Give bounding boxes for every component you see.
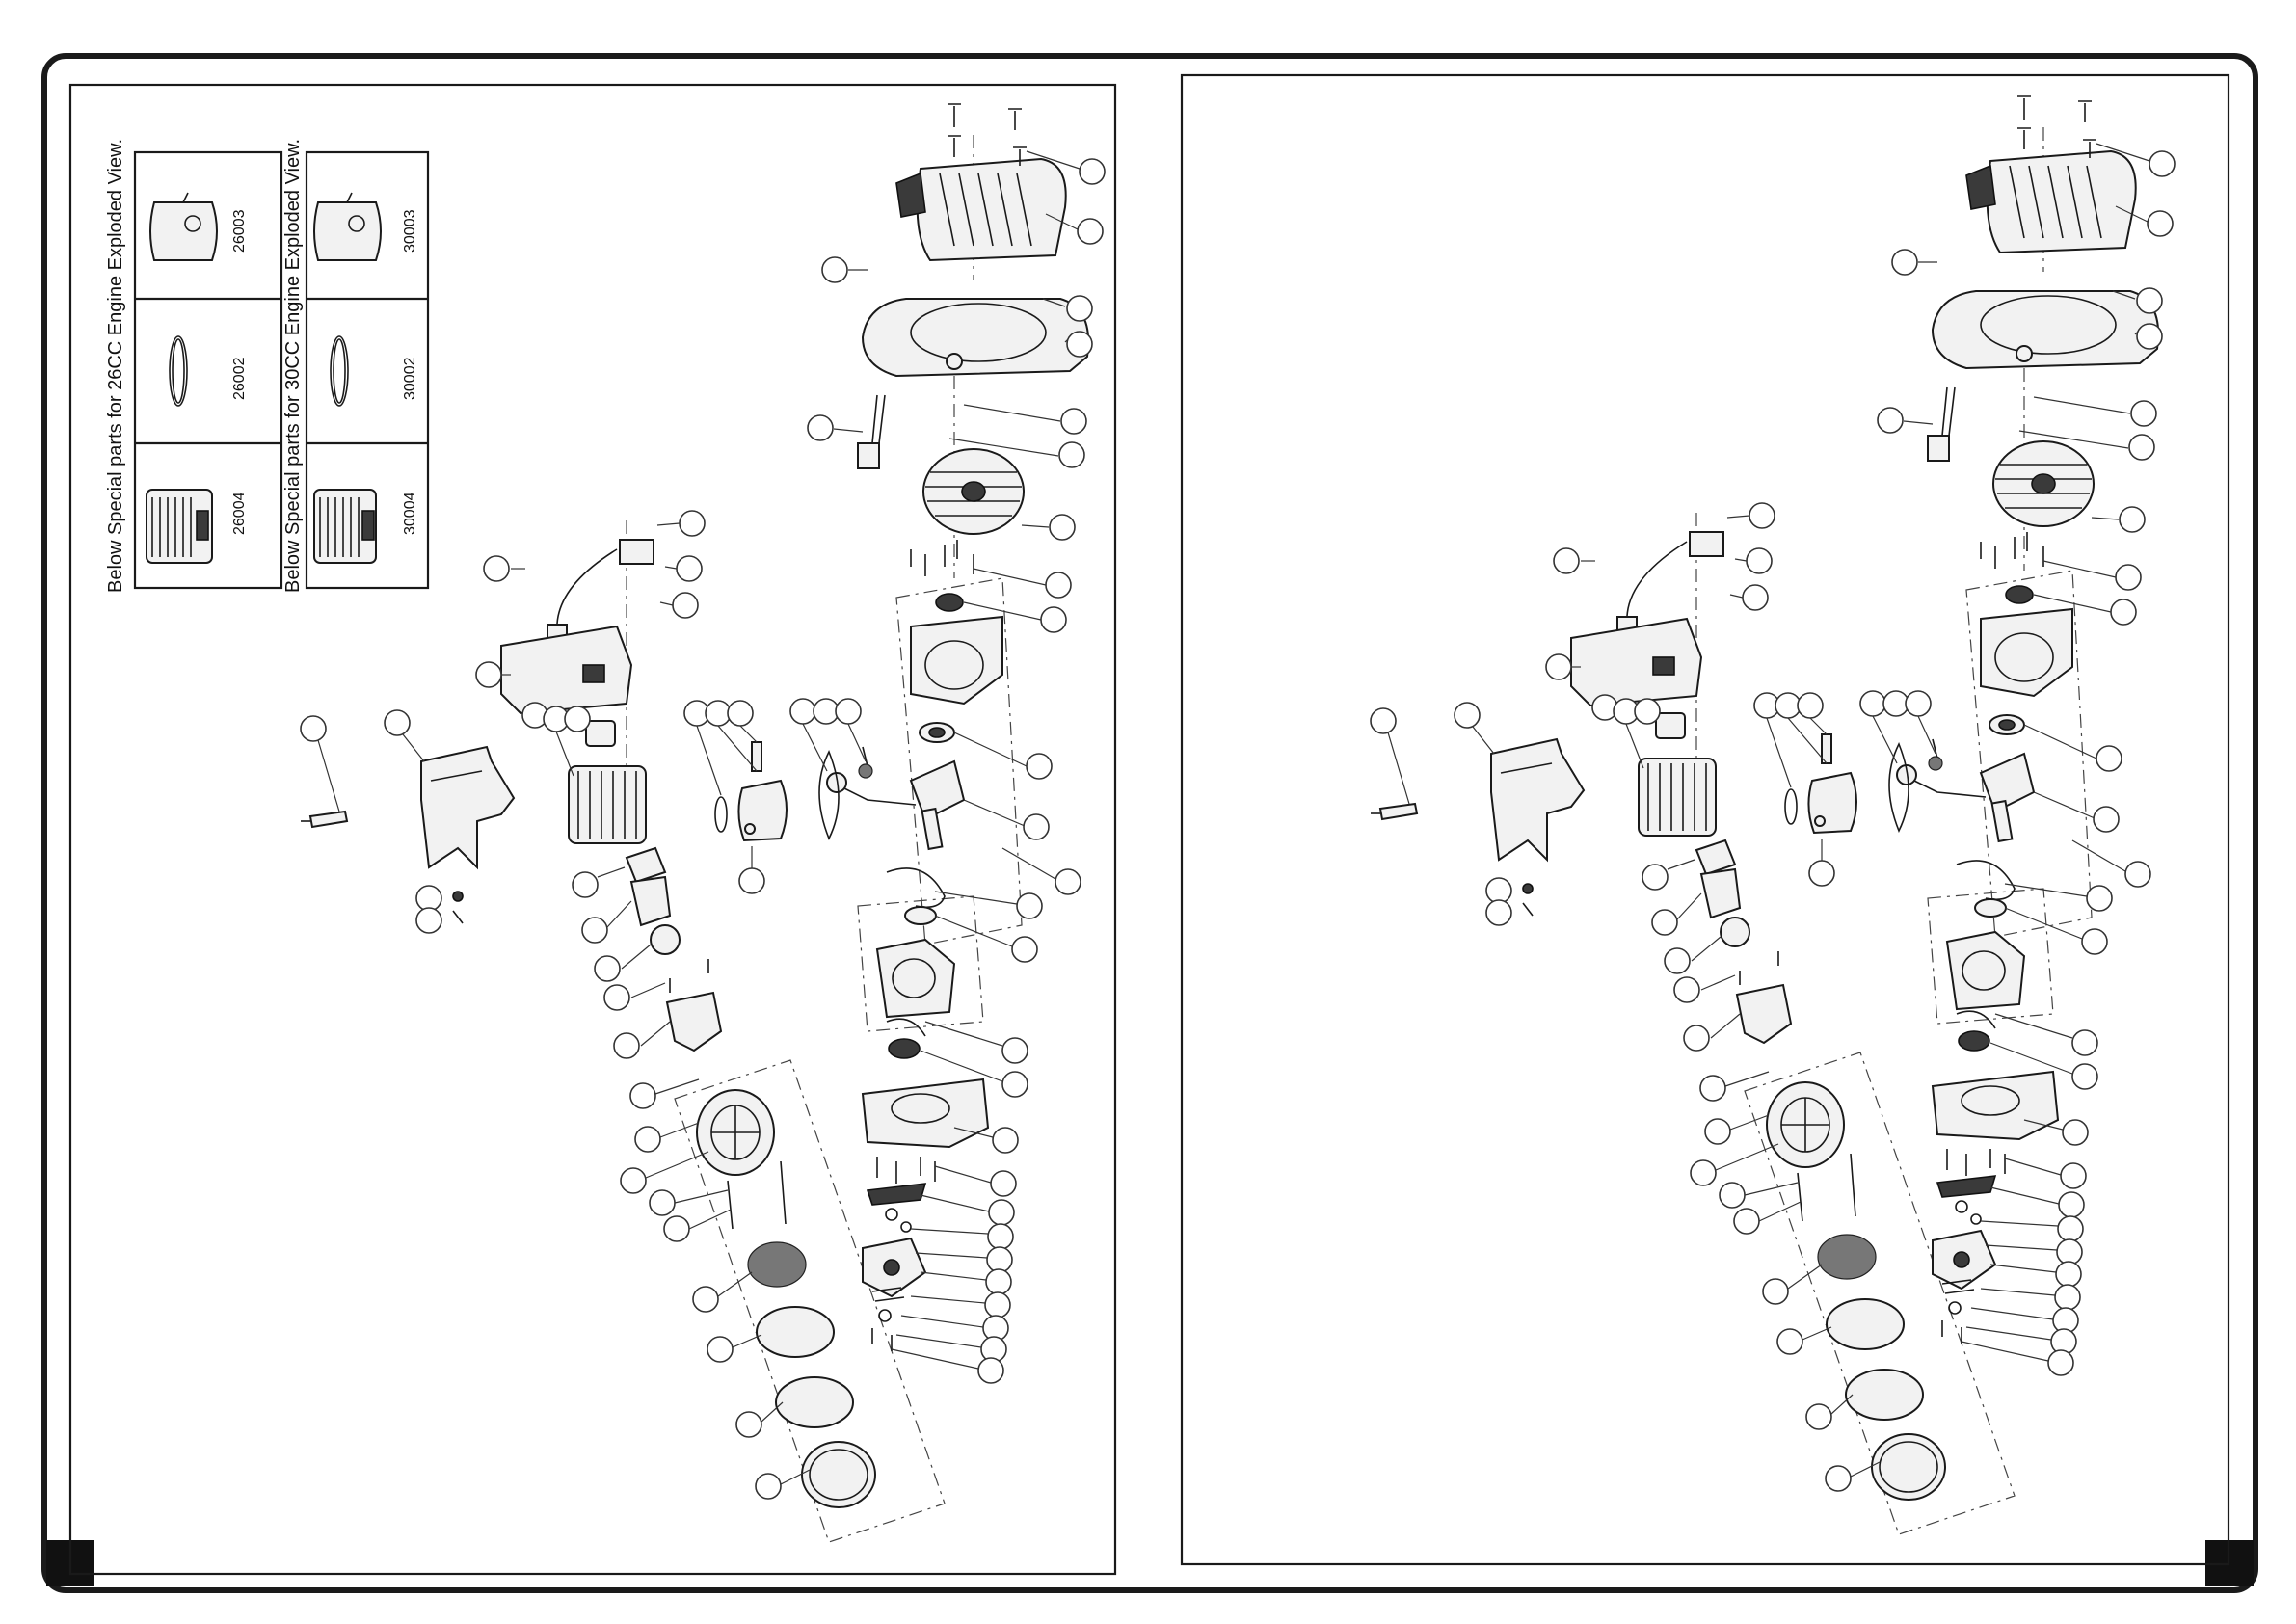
part-code-26003: 26003 [231, 209, 248, 253]
special-parts-26cc-table: Below Special parts for 26CC Engine Expl… [105, 139, 281, 593]
part-code-30002: 30002 [402, 357, 418, 400]
engine-exploded-view-26cc [301, 104, 1105, 1542]
piston-icon [314, 193, 381, 260]
piston-ring-icon [331, 336, 348, 406]
engine-exploded-view-30cc [1371, 96, 2175, 1534]
cylinder-icon [147, 490, 212, 563]
special-parts-30cc-heading: Below Special parts for 30CC Engine Expl… [282, 139, 304, 593]
piston-ring-icon [170, 336, 187, 406]
part-code-26002: 26002 [231, 357, 248, 400]
part-code-30003: 30003 [402, 209, 418, 253]
part-code-26004: 26004 [231, 492, 248, 535]
piston-icon [150, 193, 217, 260]
special-parts-26cc-heading: Below Special parts for 26CC Engine Expl… [105, 139, 126, 593]
part-code-30004: 30004 [402, 492, 418, 535]
cylinder-icon [314, 490, 376, 563]
special-parts-30cc-table: Below Special parts for 30CC Engine Expl… [282, 139, 428, 593]
sheet-border [44, 56, 2256, 1590]
